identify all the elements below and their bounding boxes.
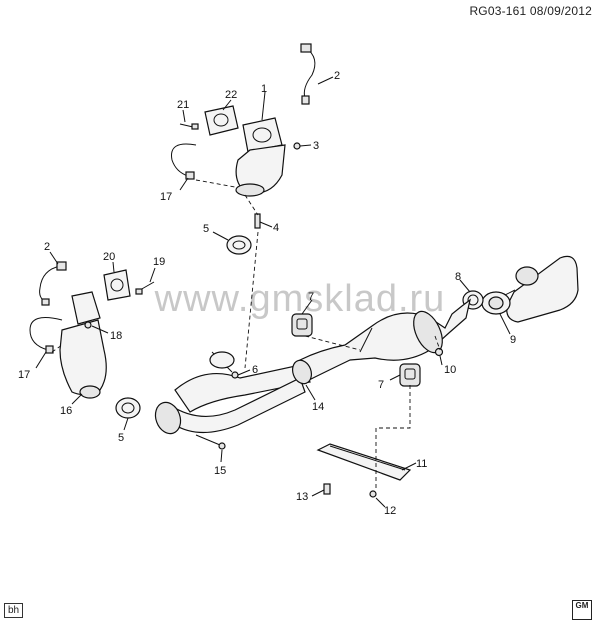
gasket-5-upper — [226, 235, 252, 255]
footer-tag: bh — [4, 603, 24, 618]
catalytic-converter-1 — [235, 117, 286, 197]
callout-5-lower: 5 — [118, 432, 124, 444]
o2-sensor-2-upper — [300, 43, 316, 105]
callout-10: 10 — [444, 364, 456, 376]
stud-21 — [179, 123, 199, 130]
bolt-15 — [195, 434, 226, 450]
nut-12 — [369, 490, 377, 498]
callout-21: 21 — [177, 99, 189, 111]
callout-16: 16 — [60, 405, 72, 417]
callout-22: 22 — [225, 89, 237, 101]
callout-2-upper: 2 — [334, 70, 340, 82]
callout-6: 6 — [252, 364, 258, 376]
bolt-13 — [323, 483, 331, 495]
nut-10 — [434, 347, 444, 357]
gasket-5-lower — [115, 397, 141, 419]
callout-12: 12 — [384, 505, 396, 517]
watermark-text: www.gmsklad.ru — [154, 278, 446, 320]
nut-18 — [84, 321, 92, 329]
callout-7-upper: 7 — [308, 291, 314, 303]
gasket-22 — [204, 105, 239, 136]
stud-4 — [254, 213, 261, 229]
front-pipe-14 — [154, 351, 313, 435]
leader-lines — [35, 76, 511, 508]
hanger-7-upper — [291, 313, 313, 337]
callout-2-lower: 2 — [44, 241, 50, 253]
callout-17-upper: 17 — [160, 191, 172, 203]
callout-17-lower: 17 — [18, 369, 30, 381]
callout-5-upper: 5 — [203, 223, 209, 235]
o2-sensor-17-lower — [29, 317, 63, 354]
stud-19 — [135, 281, 155, 295]
muffler — [494, 255, 579, 323]
assembly-lines — [51, 179, 441, 488]
callout-8: 8 — [455, 271, 461, 283]
gasket-20 — [103, 269, 131, 301]
callout-20: 20 — [103, 251, 115, 263]
callout-18: 18 — [110, 330, 122, 342]
callout-19: 19 — [153, 256, 165, 268]
callout-4: 4 — [273, 222, 279, 234]
callout-15: 15 — [214, 465, 226, 477]
hanger-7-lower — [399, 363, 421, 387]
nut-6 — [231, 371, 239, 379]
callout-11: 11 — [416, 458, 427, 470]
callout-13: 13 — [296, 491, 308, 503]
bracket-11 — [316, 443, 412, 481]
gm-logo: GM — [572, 600, 592, 620]
o2-sensor-2-lower — [39, 261, 67, 306]
diagram-code-date: RG03-161 08/09/2012 — [469, 4, 592, 18]
callout-7-lower: 7 — [378, 379, 384, 391]
callout-9: 9 — [510, 334, 516, 346]
bolt-3 — [293, 142, 301, 150]
flange-9 — [481, 291, 511, 315]
callout-labels: 1 2 3 4 5 6 7 7 8 9 10 11 12 13 14 15 16… — [18, 70, 516, 517]
callout-1: 1 — [261, 83, 267, 95]
callout-14: 14 — [312, 401, 324, 413]
o2-sensor-17-upper — [171, 143, 197, 180]
catalytic-converter-16 — [59, 291, 107, 399]
callout-3: 3 — [313, 140, 319, 152]
